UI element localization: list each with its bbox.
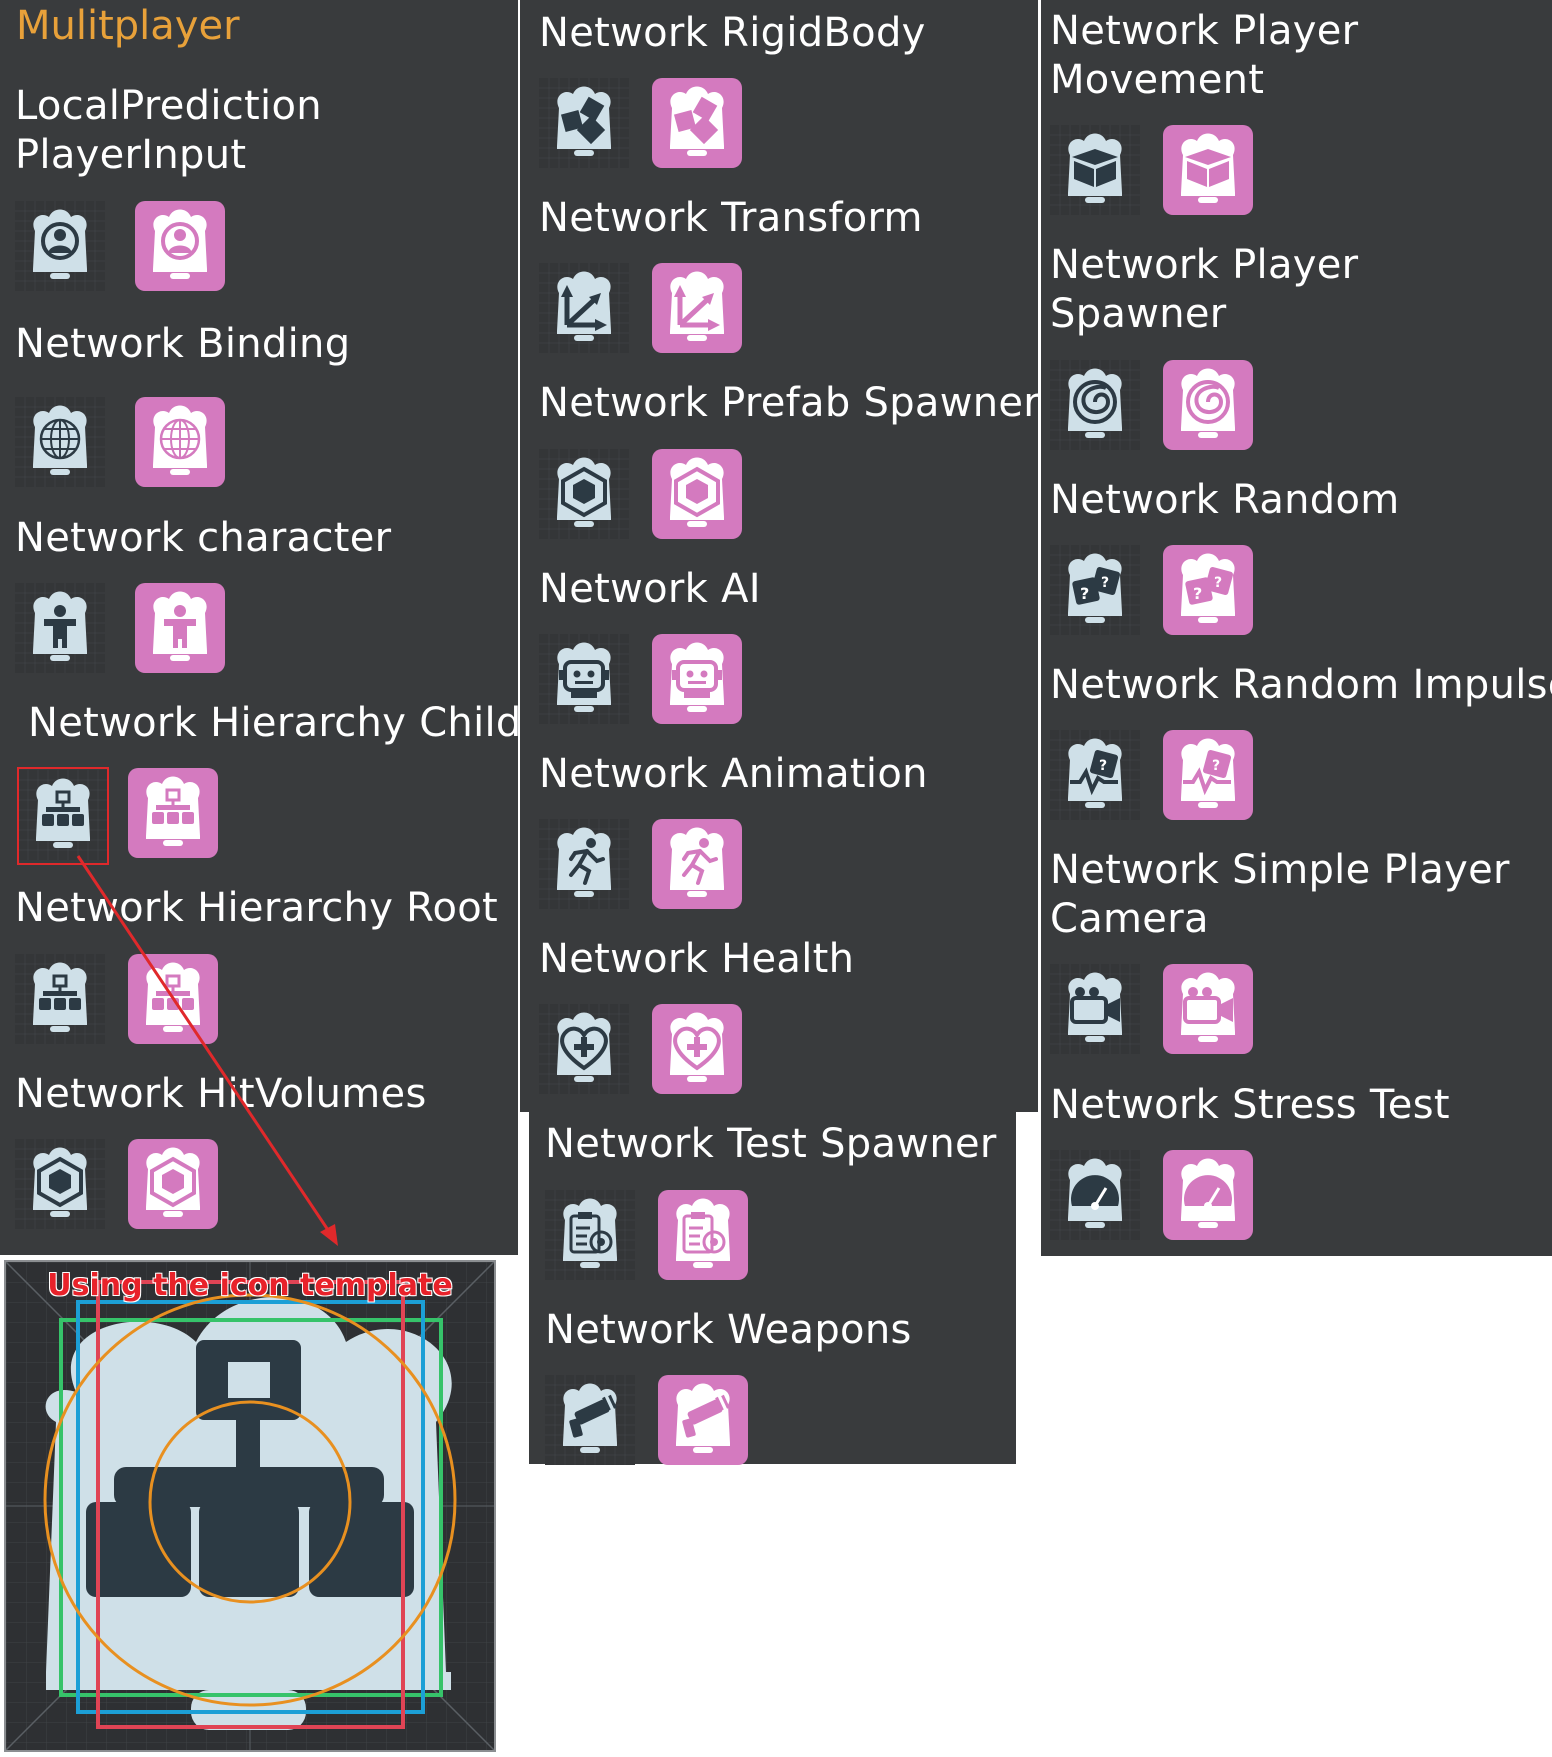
gauge-icon[interactable] xyxy=(1163,1150,1253,1240)
dice-icon[interactable]: ?? xyxy=(1050,545,1140,635)
icon-template-preview: Using the icon template xyxy=(4,1260,496,1752)
clipboard-icon[interactable] xyxy=(658,1190,748,1280)
cube-icon[interactable] xyxy=(539,449,629,539)
column-panel-2a xyxy=(520,0,1038,1112)
person-icon[interactable] xyxy=(15,201,105,291)
globe-icon[interactable] xyxy=(135,397,225,487)
camera-icon[interactable] xyxy=(1163,964,1253,1054)
label-network-transform: Network Transform xyxy=(539,195,923,241)
svg-text:?: ? xyxy=(1101,575,1109,591)
label-network-player-spawner: Network Player Spawner xyxy=(1050,242,1359,337)
label-network-hierarchy-root: Network Hierarchy Root xyxy=(15,885,499,931)
label-network-test-spawner: Network Test Spawner xyxy=(545,1121,997,1167)
label-network-ai: Network AI xyxy=(539,566,761,612)
icon-template-graphic xyxy=(5,1261,495,1751)
svg-text:?: ? xyxy=(1099,758,1107,774)
gauge-icon[interactable] xyxy=(1050,1150,1140,1240)
label-network-character: Network character xyxy=(15,515,392,561)
cube-icon[interactable] xyxy=(652,449,742,539)
impulse-icon[interactable]: ? xyxy=(1163,730,1253,820)
clipboard-icon[interactable] xyxy=(545,1190,635,1280)
hierarchy-icon[interactable] xyxy=(18,770,108,860)
rigidbody-icon[interactable] xyxy=(539,78,629,168)
label-network-simple-player-camera: Network Simple Player Camera xyxy=(1050,847,1510,942)
label-network-animation: Network Animation xyxy=(539,751,928,797)
section-heading: Mulitplayer xyxy=(16,3,240,49)
heart-icon[interactable] xyxy=(652,1004,742,1094)
hierarchy-icon[interactable] xyxy=(15,954,105,1044)
weapon-icon[interactable] xyxy=(658,1375,748,1465)
box-open-icon[interactable] xyxy=(1050,125,1140,215)
spiral-icon[interactable] xyxy=(1050,360,1140,450)
label-local-prediction: LocalPrediction PlayerInput xyxy=(15,83,322,178)
label-network-weapons: Network Weapons xyxy=(545,1307,912,1353)
label-network-random-impulse: Network Random Impulse xyxy=(1050,662,1552,708)
label-network-player-movement: Network Player Movement xyxy=(1050,8,1359,103)
label-network-binding: Network Binding xyxy=(15,321,351,367)
label-network-prefab-spawner: Network Prefab Spawner xyxy=(539,380,1041,426)
svg-text:?: ? xyxy=(1214,575,1222,591)
spiral-icon[interactable] xyxy=(1163,360,1253,450)
icon-template-annotation: Using the icon template xyxy=(47,1268,453,1303)
svg-text:?: ? xyxy=(1193,584,1202,603)
highlight-box xyxy=(17,767,109,865)
label-network-random: Network Random xyxy=(1050,477,1400,523)
box-open-icon[interactable] xyxy=(1163,125,1253,215)
label-network-stress-test: Network Stress Test xyxy=(1050,1082,1450,1128)
camera-icon[interactable] xyxy=(1050,964,1140,1054)
running-icon[interactable] xyxy=(539,819,629,909)
hierarchy-icon[interactable] xyxy=(128,954,218,1044)
cube-icon[interactable] xyxy=(128,1139,218,1229)
label-network-hitvolumes: Network HitVolumes xyxy=(15,1071,427,1117)
svg-text:?: ? xyxy=(1212,758,1220,774)
globe-icon[interactable] xyxy=(15,397,105,487)
transform-icon[interactable] xyxy=(652,263,742,353)
label-network-rigidbody: Network RigidBody xyxy=(539,10,926,56)
robot-icon[interactable] xyxy=(652,634,742,724)
character-icon[interactable] xyxy=(15,583,105,673)
dice-icon[interactable]: ?? xyxy=(1163,545,1253,635)
hierarchy-icon[interactable] xyxy=(128,768,218,858)
label-network-hierarchy-child: Network Hierarchy Child xyxy=(15,700,522,746)
running-icon[interactable] xyxy=(652,819,742,909)
label-network-health: Network Health xyxy=(539,936,855,982)
heart-icon[interactable] xyxy=(539,1004,629,1094)
weapon-icon[interactable] xyxy=(545,1375,635,1465)
rigidbody-icon[interactable] xyxy=(652,78,742,168)
person-icon[interactable] xyxy=(135,201,225,291)
robot-icon[interactable] xyxy=(539,634,629,724)
impulse-icon[interactable]: ? xyxy=(1050,730,1140,820)
cube-icon[interactable] xyxy=(15,1139,105,1229)
transform-icon[interactable] xyxy=(539,263,629,353)
svg-text:?: ? xyxy=(1080,584,1089,603)
character-icon[interactable] xyxy=(135,583,225,673)
